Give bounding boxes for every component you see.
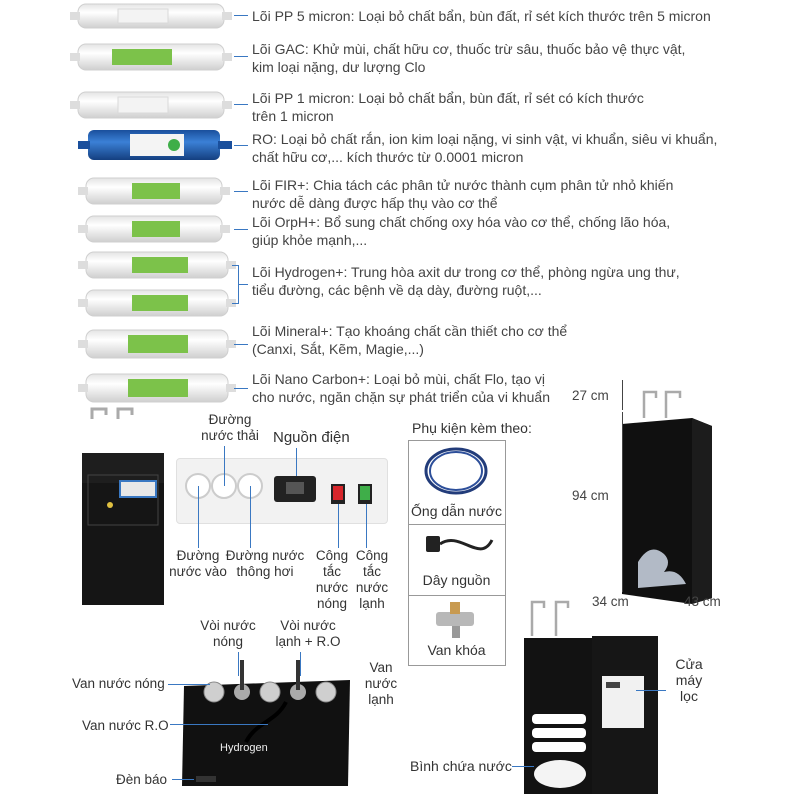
desc-pp5: Lõi PP 5 micron: Loại bỏ chất bẩn, bùn đ…: [252, 8, 711, 24]
dim-line-height: [622, 412, 623, 592]
line-cong-tac-nong: [338, 504, 339, 548]
connector-hydrogen-bot: [232, 303, 239, 304]
top-panel-view: [182, 660, 350, 786]
label-van-nuoc-nong: Van nước nóng: [72, 676, 165, 691]
dim-line-top: [622, 380, 623, 410]
filter-fir-image: [78, 177, 230, 205]
desc-mineral: Lõi Mineral+: Tạo khoáng chất cần thiết …: [252, 323, 568, 357]
connector-hydrogen-top: [232, 265, 239, 266]
back-panel-ports: [185, 473, 372, 504]
filter-pp1-image: [70, 91, 232, 119]
filter-pp5-image: [70, 3, 232, 29]
line-nuoc-vao: [198, 486, 199, 548]
machine-inside-view: [524, 600, 658, 794]
accessories-title: Phụ kiện kèm theo:: [412, 420, 532, 436]
line-thong-hoi: [250, 486, 251, 548]
accessories-divider-1: [408, 524, 505, 525]
line-nuoc-thai: [224, 446, 225, 486]
filter-cartridges: [70, 3, 236, 403]
desc-fir: Lõi FIR+: Chia tách các phân tử nước thà…: [252, 177, 674, 211]
accessory-van-khoa: Van khóa: [427, 642, 486, 658]
connector-fir: [234, 191, 248, 192]
label-nguon-dien: Nguồn điện: [273, 429, 350, 446]
valve-icon: [436, 602, 474, 638]
connector-pp5: [234, 15, 248, 16]
desc-ro: RO: Loại bỏ chất rắn, ion kim loại nặng,…: [252, 131, 718, 165]
connector-gac: [234, 56, 248, 57]
line-nguon-dien: [296, 448, 297, 476]
brand-hydrogen: Hydrogen: [220, 742, 268, 754]
filter-gac-image: [70, 43, 232, 71]
accessory-day-nguon: Dây nguồn: [422, 572, 491, 588]
connector-mineral: [234, 344, 248, 345]
desc-nano: Lõi Nano Carbon+: Loại bỏ mùi, chất Flo,…: [252, 371, 550, 405]
power-cord-icon: [426, 536, 494, 552]
label-binh-chua-nuoc: Bình chứa nước: [410, 758, 512, 774]
desc-hydrogen: Lõi Hydrogen+: Trung hòa axit dư trong c…: [252, 264, 680, 298]
desc-gac: Lõi GAC: Khử mùi, chất hữu cơ, thuốc trừ…: [252, 41, 686, 75]
line-voi-lanh-ro: [300, 652, 301, 676]
connector-orph: [234, 229, 248, 230]
filter-hydrogen-image-2: [78, 289, 236, 317]
filter-mineral-image: [78, 329, 236, 359]
dim-width: 43 cm: [684, 594, 721, 609]
desc-orph: Lõi OrpH+: Bổ sung chất chống oxy hóa và…: [252, 214, 671, 248]
dim-top: 27 cm: [572, 388, 609, 403]
line-van-nong: [168, 684, 210, 685]
machine-front-view: [622, 390, 712, 604]
machine-back-view: [82, 407, 164, 605]
desc-pp1: Lõi PP 1 micron: Loại bỏ chất bẩn, bùn đ…: [252, 90, 644, 124]
connector-hydrogen: [238, 284, 248, 285]
filter-hydrogen-image-1: [78, 251, 236, 279]
line-cua-may-loc: [636, 690, 666, 691]
filter-orph-image: [78, 215, 230, 243]
accessories-divider-2: [408, 595, 505, 596]
filter-ro-image: [78, 130, 232, 160]
dim-height: 94 cm: [572, 488, 609, 503]
line-van-ro: [170, 724, 268, 725]
accessory-ong-dan-nuoc: Ống dẫn nước: [411, 503, 502, 519]
label-van-nuoc-ro: Van nước R.O: [82, 718, 169, 733]
line-voi-nong: [238, 652, 239, 676]
line-binh-chua: [512, 766, 534, 767]
line-cong-tac-lanh: [366, 504, 367, 548]
accessories-box: [408, 440, 506, 666]
connector-nano: [234, 388, 248, 389]
line-den-bao: [172, 779, 194, 780]
connector-ro: [234, 145, 248, 146]
connector-pp1: [234, 104, 248, 105]
water-hose-icon: [424, 447, 488, 495]
label-den-bao: Đèn báo: [116, 772, 168, 787]
dim-depth: 34 cm: [592, 594, 629, 609]
filter-nano-image: [78, 373, 236, 403]
